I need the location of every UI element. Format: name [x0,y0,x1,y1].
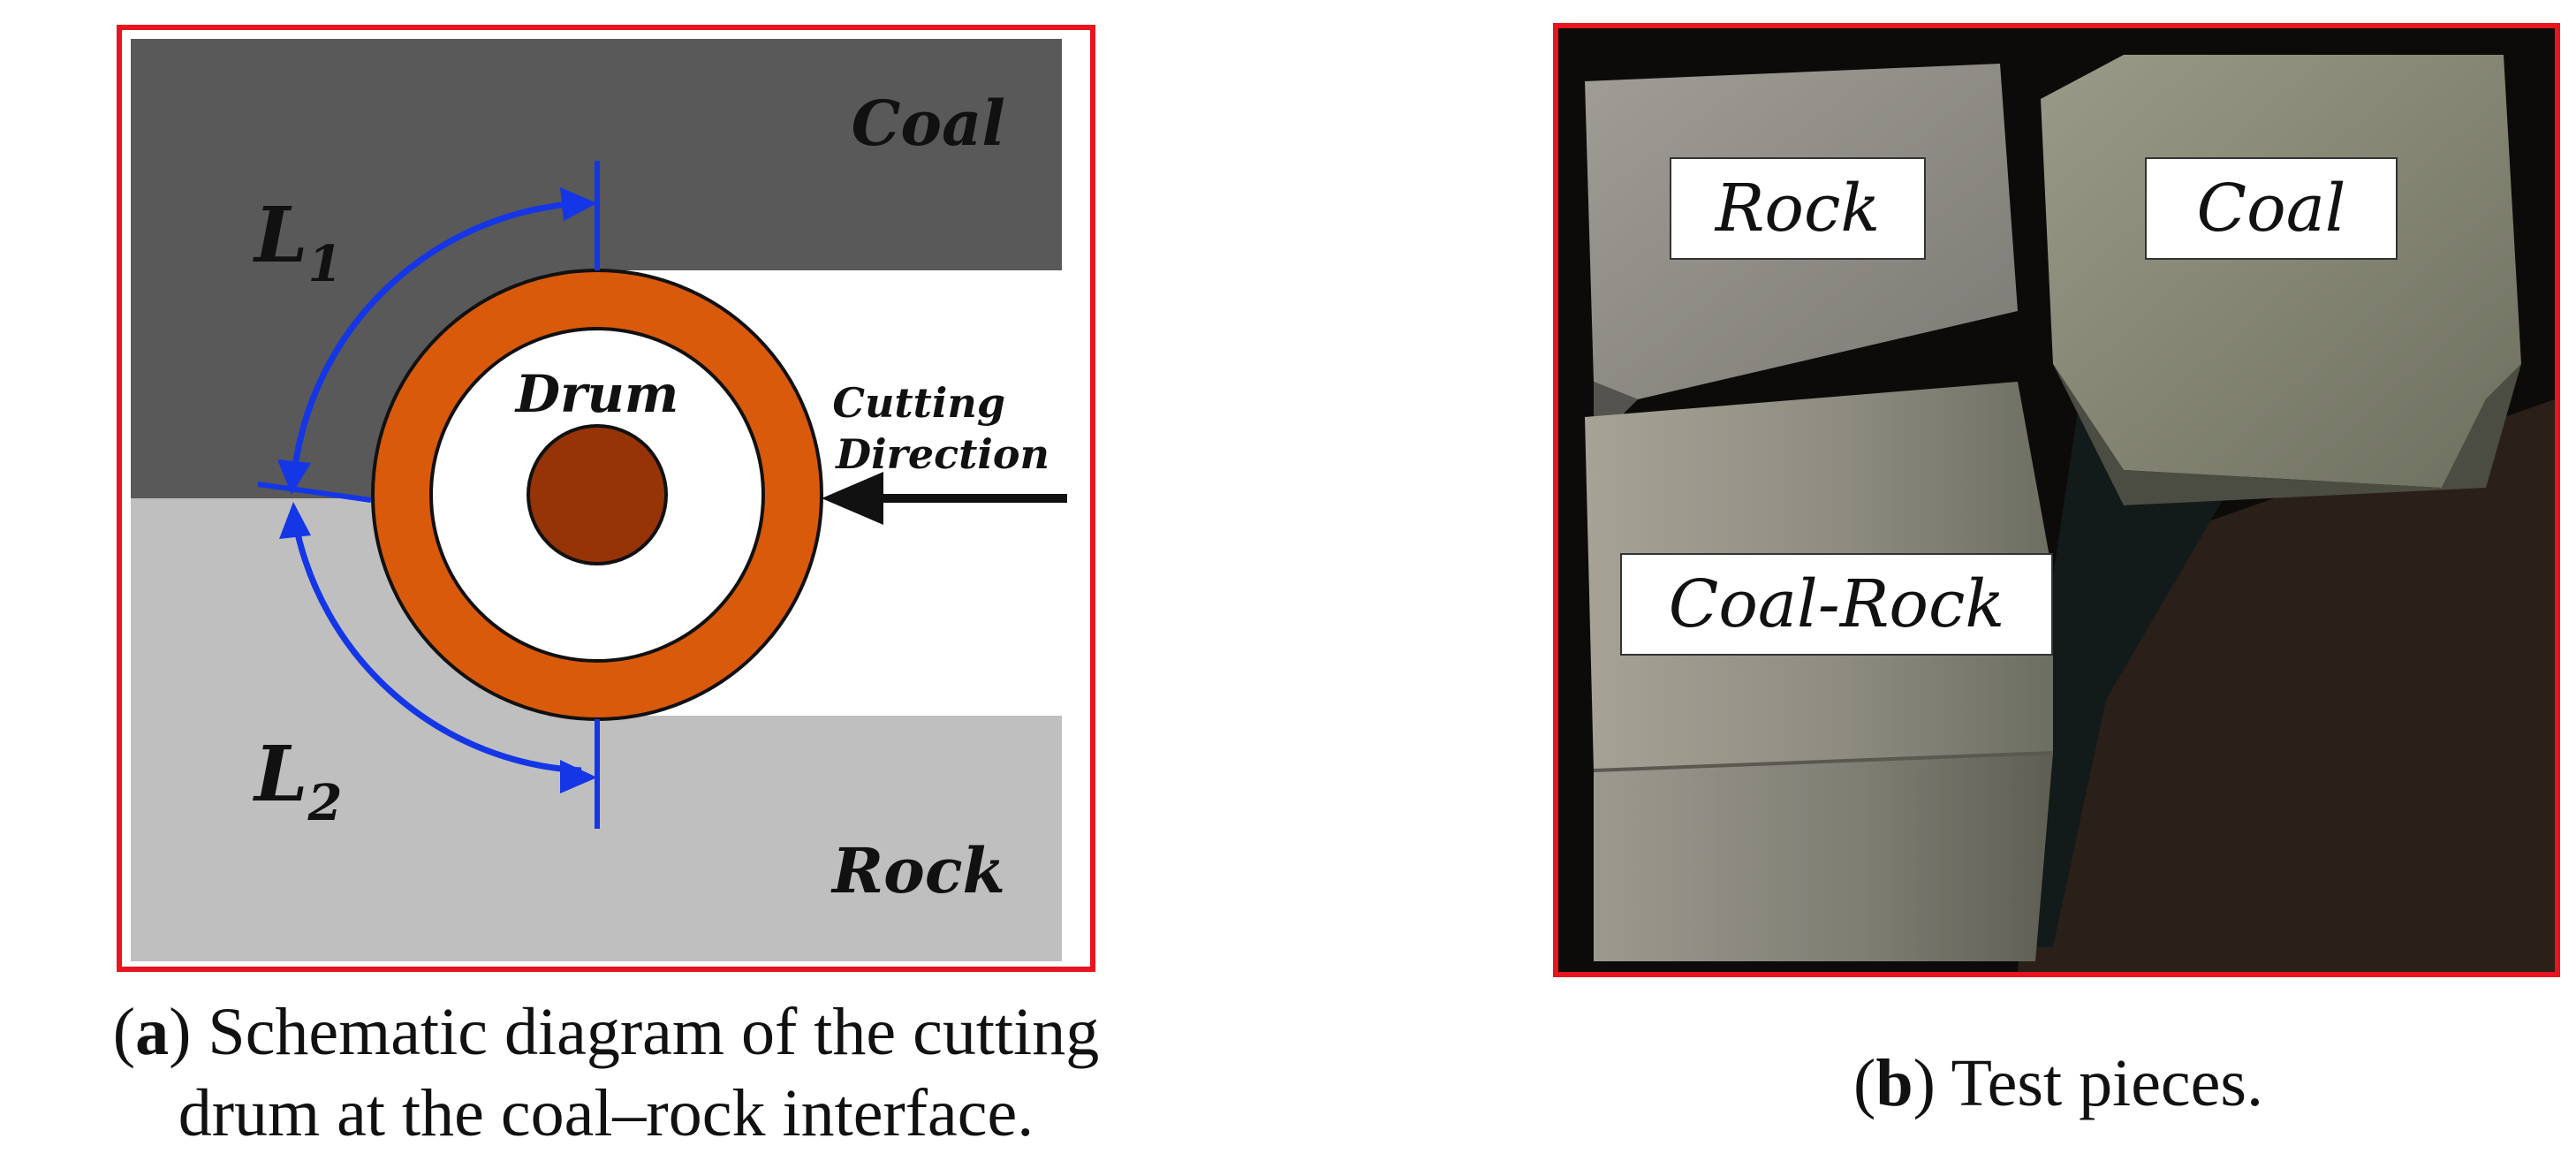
l1-arrow-bottom [277,459,311,495]
schematic-diagram: Coal Rock Drum Cutting Direction L1 L2 [131,39,1067,961]
drum-label: Drum [514,364,678,424]
coal-rock-block-front [1594,753,2053,961]
caption-a: (a) Schematic diagram of the cutting dru… [0,991,1212,1154]
l2-arc [292,520,582,774]
test-pieces-photo: Rock Coal Coal-Rock [1553,23,2560,977]
drum-hub [527,424,668,565]
caption-a-line2: drum at the coal–rock interface. [178,1076,1034,1150]
l1-arrow-top [560,187,597,221]
cutting-direction-label-line2: Direction [834,430,1049,478]
caption-a-line1: (a) Schematic diagram of the cutting [112,995,1100,1069]
interface-tick [257,482,372,503]
coal-block [2041,55,2521,488]
cutting-direction-arrow [822,472,883,525]
l2-arrow-bottom [560,760,597,793]
photo-label-rock: Rock [1670,157,1926,260]
l1-label: L1 [252,191,342,293]
photo-label-coal-rock: Coal-Rock [1620,553,2053,656]
l2-label: L2 [252,730,342,832]
rock-label: Rock [830,834,1005,907]
coal-shadow [2000,364,2230,947]
l1-arc [290,200,582,483]
schematic-panel: Coal Rock Drum Cutting Direction L1 L2 [117,25,1095,972]
coal-label: Coal [852,87,1005,160]
photo-label-coal: Coal [2145,157,2398,260]
cutting-direction-label-line1: Cutting [832,379,1005,427]
l2-arrow-top [279,502,311,539]
caption-b: (b) Test pieces. [1853,1046,2263,1120]
